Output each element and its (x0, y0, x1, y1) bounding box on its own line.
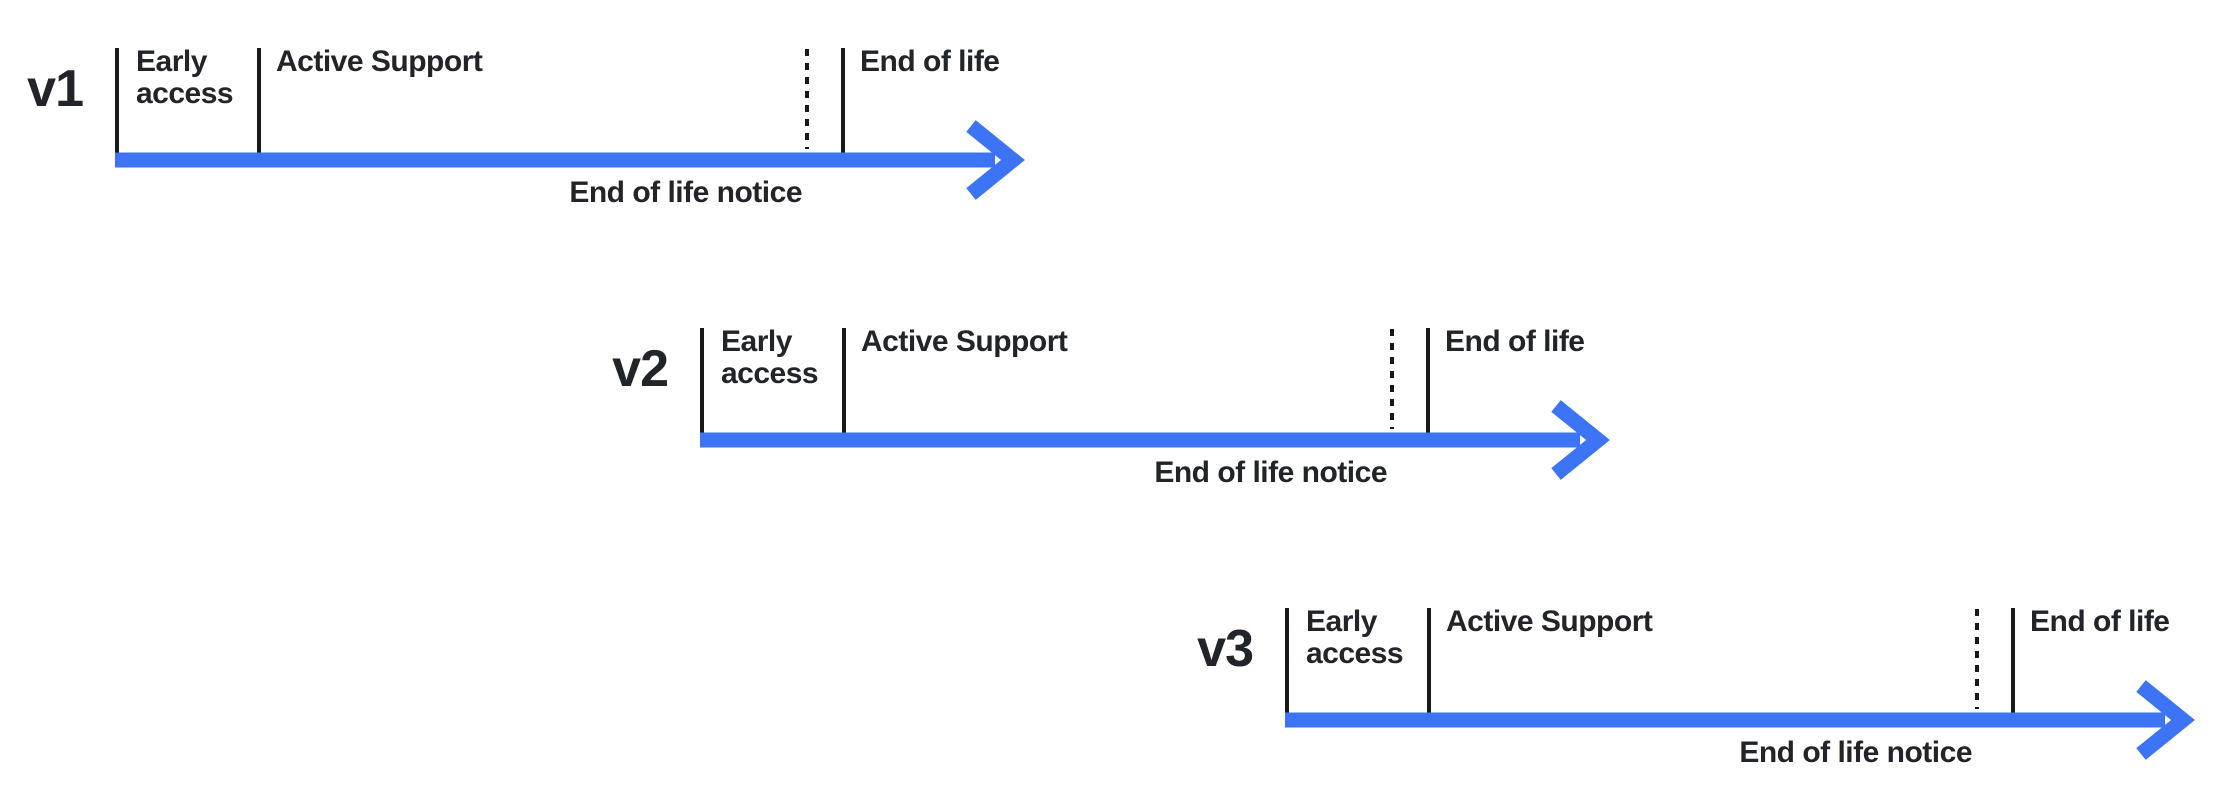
early-access-label: Early access (136, 45, 234, 110)
timeline-v2: v2 Early access Active Support End of li… (602, 323, 1612, 498)
version-label: v2 (612, 340, 669, 398)
version-label: v1 (27, 60, 84, 118)
version-label: v3 (1197, 620, 1254, 678)
end-of-life-notice-label: End of life notice (1739, 736, 1972, 769)
timeline-v1: v1 Early access Active Support End of li… (17, 43, 1027, 218)
end-of-life-label: End of life (2030, 605, 2170, 638)
active-support-label: Active Support (276, 45, 483, 78)
active-support-label: Active Support (1446, 605, 1653, 638)
end-of-life-label: End of life (1445, 325, 1585, 358)
end-of-life-label: End of life (860, 45, 1000, 78)
timeline-v2-graphics (700, 328, 1610, 480)
end-of-life-notice-label: End of life notice (1154, 456, 1387, 489)
timeline-v3-graphics (1285, 608, 2195, 760)
arrow-right-icon (2136, 680, 2195, 760)
arrow-right-icon (1551, 400, 1610, 480)
arrow-right-icon (966, 120, 1025, 200)
timeline-v3: v3 Early access Active Support End of li… (1187, 603, 2197, 778)
timeline-v1-graphics (115, 48, 1025, 200)
active-support-label: Active Support (861, 325, 1068, 358)
early-access-label: Early access (1306, 605, 1404, 670)
end-of-life-notice-label: End of life notice (569, 176, 802, 209)
early-access-label: Early access (721, 325, 819, 390)
